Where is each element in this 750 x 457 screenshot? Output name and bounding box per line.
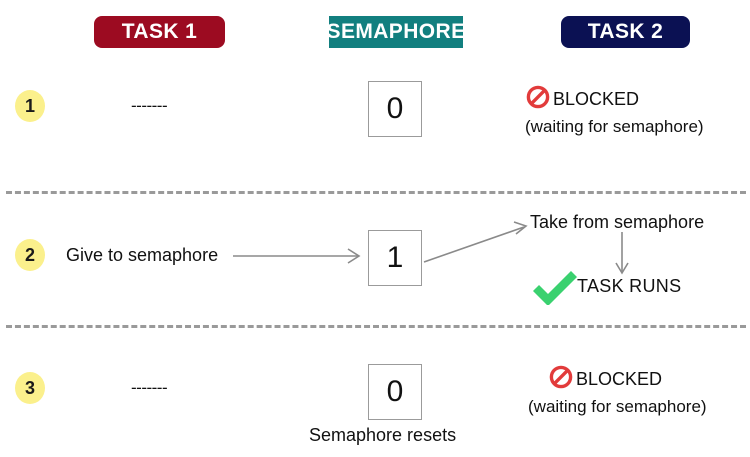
blocked-label-row1: BLOCKED [553, 89, 640, 109]
semaphore-value-row1: 0 [368, 81, 422, 137]
blocked-note-row3: (waiting for semaphore) [528, 397, 707, 416]
take-from-semaphore-label: Take from semaphore [530, 212, 705, 232]
task-runs-label: TASK RUNS [577, 276, 682, 296]
task1-idle-row1: ------- [131, 96, 168, 115]
no-entry-icon [525, 84, 551, 115]
step-badge-2: 2 [15, 239, 45, 271]
no-entry-icon [548, 364, 574, 395]
blocked-note-row1: (waiting for semaphore) [525, 117, 704, 136]
task1-idle-row3: ------- [131, 378, 168, 397]
column-header-task1: TASK 1 [94, 16, 225, 48]
blocked-label-row3: BLOCKED [576, 369, 663, 389]
step-badge-1: 1 [15, 90, 45, 122]
semaphore-value-row2: 1 [368, 230, 422, 286]
give-to-semaphore-label: Give to semaphore [66, 245, 219, 265]
arrow-take-from-semaphore [423, 221, 528, 263]
task2-blocked-row3: BLOCKED (waiting for semaphore) [528, 364, 707, 417]
step-badge-3: 3 [15, 372, 45, 404]
column-header-semaphore: SEMAPHORE [327, 16, 465, 48]
arrow-give-to-semaphore [233, 248, 361, 264]
row-divider-1 [6, 191, 746, 194]
task2-blocked-row1: BLOCKED (waiting for semaphore) [525, 84, 704, 137]
arrow-task-runs [615, 232, 629, 275]
check-icon [532, 270, 578, 310]
column-header-task2: TASK 2 [561, 16, 690, 48]
row-divider-2 [6, 325, 746, 328]
semaphore-resets-label: Semaphore resets [309, 425, 457, 445]
semaphore-value-row3: 0 [368, 364, 422, 420]
